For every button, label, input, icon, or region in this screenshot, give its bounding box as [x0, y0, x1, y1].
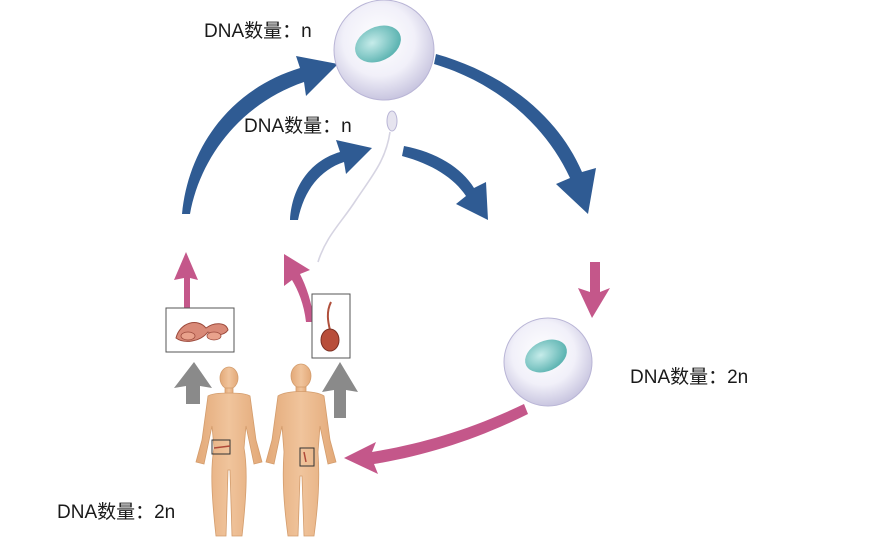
- female-body: [195, 366, 263, 537]
- zygote-cell: [503, 317, 593, 407]
- sperm-dna-label: DNA数量：n: [244, 116, 352, 137]
- arrow-zygote-to-adults: [344, 404, 528, 474]
- testis-icon: [311, 293, 351, 359]
- ovary-icon: [165, 307, 235, 353]
- arrow-male-to-testis: [322, 362, 358, 418]
- arrow-ovary-to-egg: [182, 56, 338, 214]
- egg-dna-label: DNA数量：n: [204, 21, 312, 42]
- male-body: [265, 363, 337, 537]
- adult-dna-label: DNA数量：2n: [57, 502, 176, 523]
- arrow-female-to-ovary: [174, 362, 212, 404]
- male-region-box: [299, 447, 315, 467]
- arrow-testis-to-sperm: [290, 140, 372, 220]
- sperm-cell: [317, 110, 398, 263]
- arrow-ovary-up: [174, 252, 198, 308]
- female-region-box: [211, 439, 231, 455]
- zygote-dna-label: DNA数量：2n: [630, 367, 749, 388]
- arrow-testis-up: [284, 254, 314, 322]
- arrow-sperm-to-fertilization: [402, 146, 488, 220]
- egg-cell: [333, 0, 435, 101]
- arrow-fertilization-to-zygote: [578, 262, 610, 318]
- arrow-egg-to-zygote: [434, 54, 596, 214]
